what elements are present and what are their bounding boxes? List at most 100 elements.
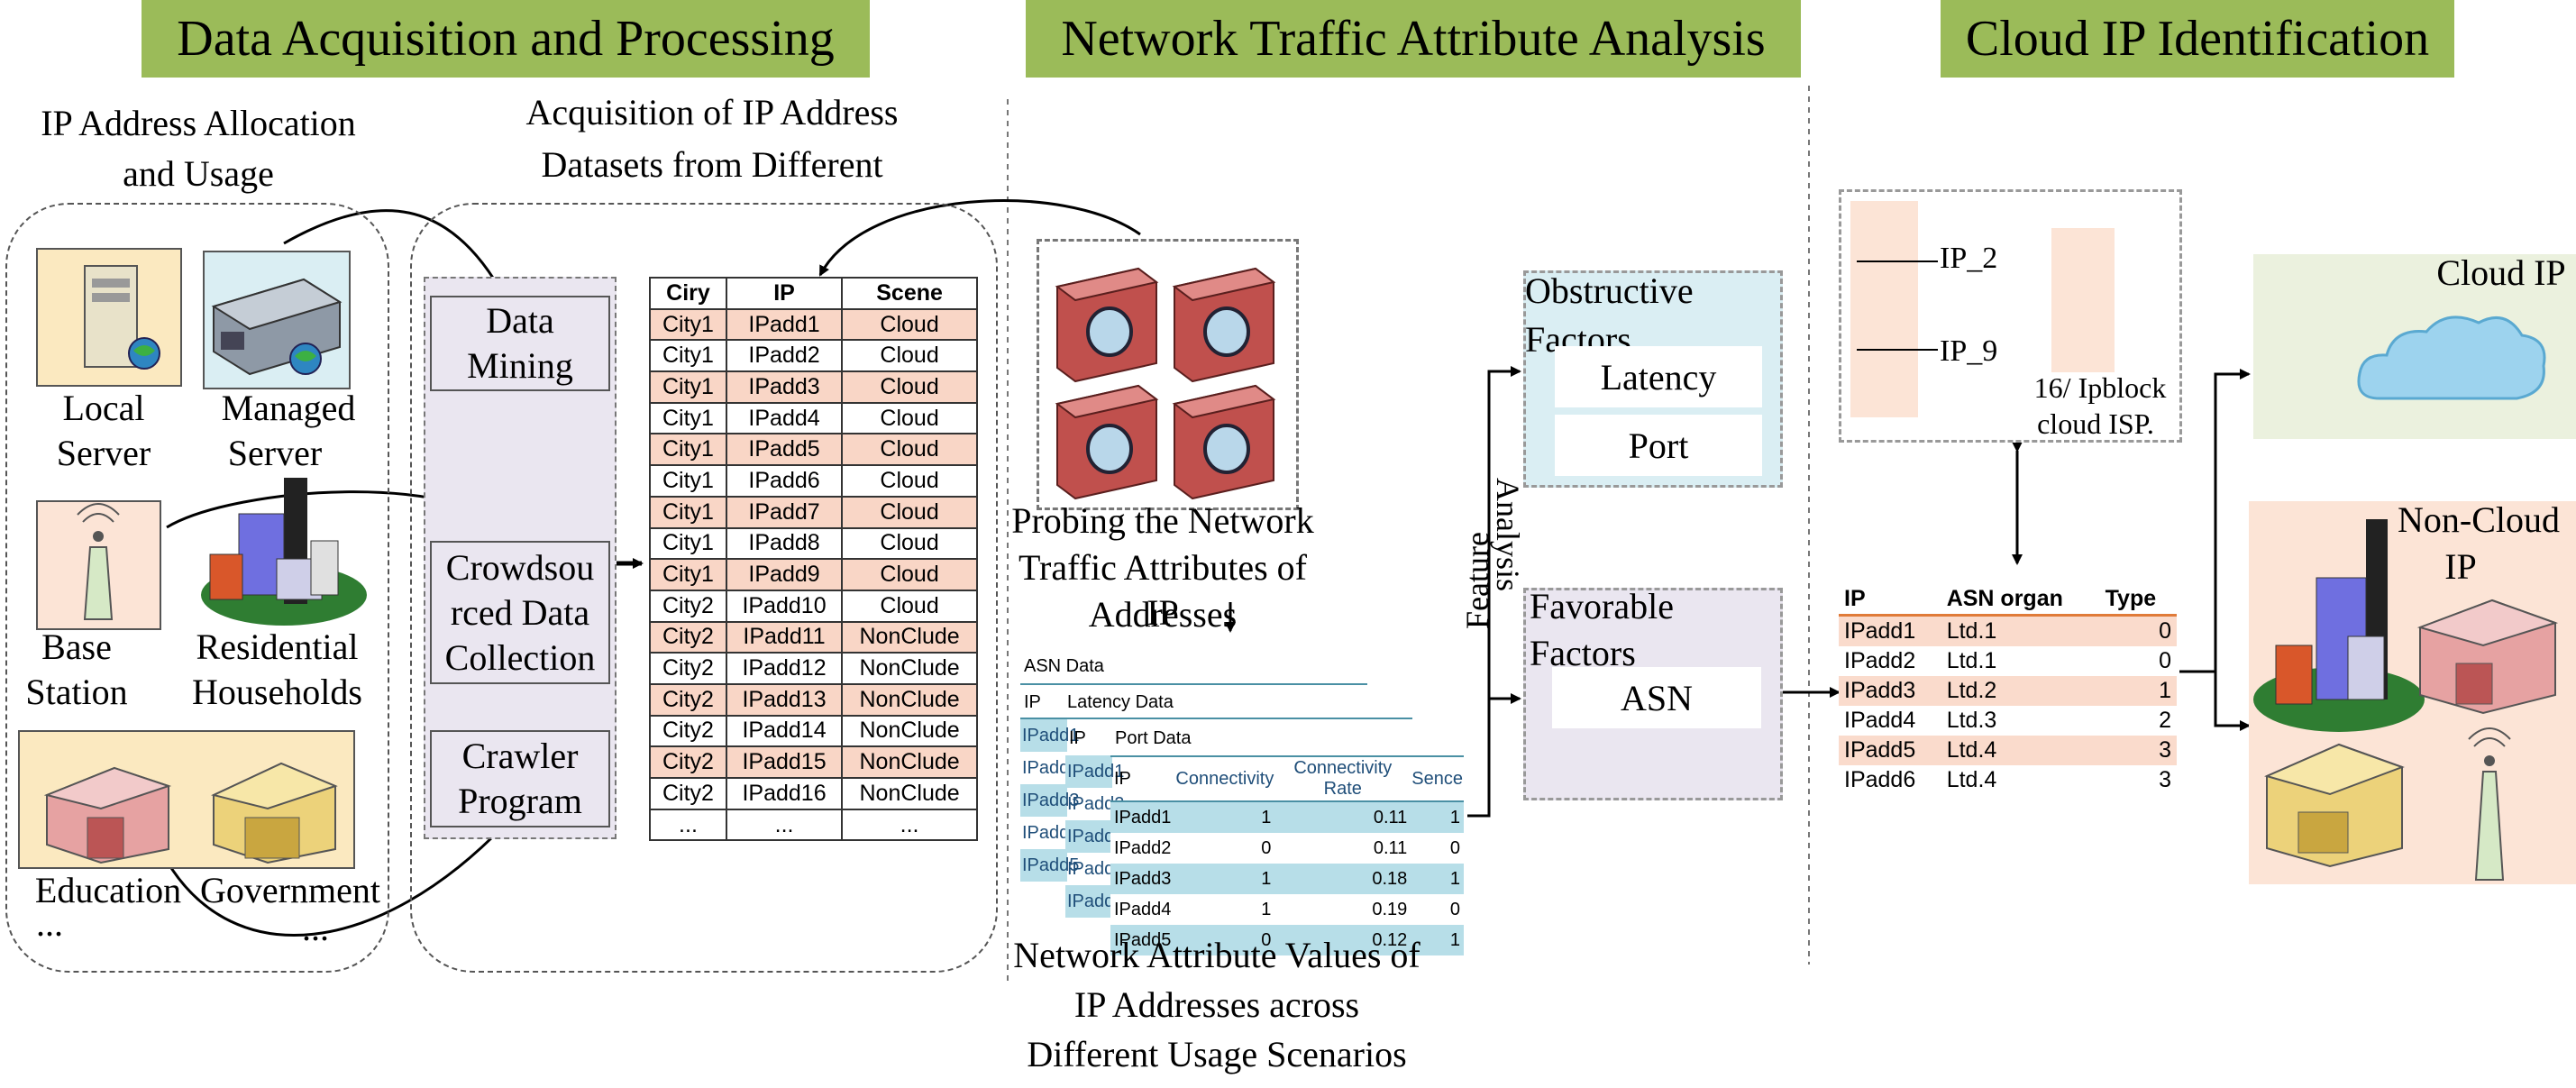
ipblock-leader-lines [1857, 261, 1938, 351]
non-cloud-ip-panel [2249, 501, 2576, 884]
cell-scene: NonClude [841, 777, 978, 810]
arrow-server-to-mining [283, 209, 507, 299]
asn-header-ip: IP [1839, 584, 1941, 617]
stack-caption-3: Different Usage Scenarios [1027, 1034, 1407, 1074]
obstructive-label-1: Obstructive [1525, 270, 1694, 311]
cell-scene: Cloud [841, 495, 978, 529]
asn-cell-type: 1 [2099, 676, 2177, 706]
cell-scene: NonClude [841, 652, 978, 685]
favorable-label-1: Favorable [1530, 586, 1674, 626]
side-ip-cell: IPadd5 [1065, 885, 1124, 918]
cell-city: City2 [649, 652, 727, 685]
port-cell-rate: 0.19 [1372, 899, 1408, 919]
latency-factor: Latency [1555, 346, 1762, 407]
cell-ip: IPadd13 [725, 682, 844, 717]
arrow-to-noncloud [2214, 672, 2251, 731]
crawler-box: Crawler Program [430, 730, 610, 827]
port-cell-connectivity: 0 [1261, 929, 1272, 950]
port-header-row: IP Connectivity Connectivity Rate Sence [1110, 756, 1464, 801]
latency-ip-label: IP [1024, 692, 1041, 712]
crowdsourced-line2: rced Data [450, 591, 590, 633]
table-row: ......... [649, 808, 978, 842]
data-mining-line1: Data [486, 300, 554, 341]
crawler-line1: Crawler [461, 736, 579, 776]
cell-scene: ... [841, 808, 978, 842]
banner-data-acquisition: Data Acquisition and Processing [142, 0, 870, 78]
asn-cell-type: 0 [2099, 615, 2177, 646]
non-cloud-label-1: Non-Cloud [2398, 499, 2560, 540]
analysis-label: Analysis [1490, 478, 1526, 591]
non-cloud-label-2: IP [2444, 546, 2477, 587]
cell-city: City2 [649, 777, 727, 810]
cell-city: City1 [649, 401, 727, 435]
local-server-label-1: Local [62, 388, 145, 428]
asn-cell-ip: IPadd6 [1844, 767, 1916, 792]
more-sources-2: ... [302, 908, 329, 948]
cell-city: City2 [649, 682, 727, 717]
cell-ip: IPadd16 [725, 777, 844, 810]
cell-city: City1 [649, 526, 727, 561]
probe-device-icon [1172, 384, 1276, 500]
cloud-ip-label: Cloud IP [2436, 252, 2566, 293]
probing-box [1037, 239, 1299, 510]
arrow-to-results [2179, 369, 2251, 673]
asn-cell-ip: IPadd5 [1839, 736, 1941, 765]
port-cell-sence: 1 [1449, 807, 1460, 827]
port-header-connectivity: Connectivity [1175, 768, 1274, 789]
port-cell-connectivity: 1 [1261, 868, 1272, 889]
cell-ip: IPadd5 [725, 433, 844, 467]
side-ip-cell: IPadd2 [1022, 758, 1080, 778]
stack-caption-1: Network Attribute Values of [1013, 935, 1420, 975]
favorable-label-2: Factors [1530, 633, 1636, 673]
port-cell-rate: 0.12 [1372, 929, 1408, 950]
sources-group [5, 203, 389, 973]
asn-cell-ip: IPadd3 [1839, 676, 1941, 706]
managed-server-tile [203, 251, 351, 389]
cell-ip: IPadd9 [725, 558, 844, 591]
local-server-tile [36, 248, 182, 387]
side-ip-cell: IPadd1 [1065, 755, 1124, 788]
cell-ip: IPadd6 [725, 464, 844, 498]
cell-city: ... [649, 808, 727, 842]
probing-caption-3: Addresses [1088, 594, 1238, 635]
institutions-tile [18, 730, 355, 869]
port-cell-sence: 0 [1449, 899, 1460, 919]
data-mining-line2: Mining [467, 345, 573, 386]
cell-scene: Cloud [841, 339, 978, 373]
crowdsourced-box: Crowdsou rced Data Collection [430, 541, 610, 684]
base-station-tile [36, 500, 161, 630]
asn-cell-organ: Ltd.4 [1946, 767, 1997, 792]
cell-scene: Cloud [841, 401, 978, 435]
cell-city: City1 [649, 339, 727, 373]
cell-ip: IPadd12 [725, 652, 844, 685]
cell-city: City2 [649, 620, 727, 654]
cell-city: City2 [649, 589, 727, 623]
probing-caption-1: Probing the Network [1011, 500, 1314, 541]
residential-label-2: Households [192, 672, 362, 712]
cell-city: City1 [649, 433, 727, 467]
cell-scene: Cloud [841, 433, 978, 467]
cloud-ip-panel [2253, 254, 2576, 439]
side-ip-cell: IPadd3 [1065, 820, 1124, 853]
side-ip-cell: IPadd2 [1067, 794, 1125, 814]
header-scene: Scene [841, 277, 978, 310]
cell-city: City1 [649, 495, 727, 529]
probe-device-icon [1172, 267, 1276, 383]
side-ip-cell: IPadd1 [1020, 719, 1079, 752]
ip2-label: IP_2 [1940, 242, 1998, 275]
latency-data-title: Latency Data [1067, 692, 1174, 712]
acquisition-group [410, 203, 998, 973]
port-data-table: IP Connectivity Connectivity Rate Sence … [1110, 755, 1464, 955]
port-cell-ip: IPadd5 [1114, 929, 1172, 950]
